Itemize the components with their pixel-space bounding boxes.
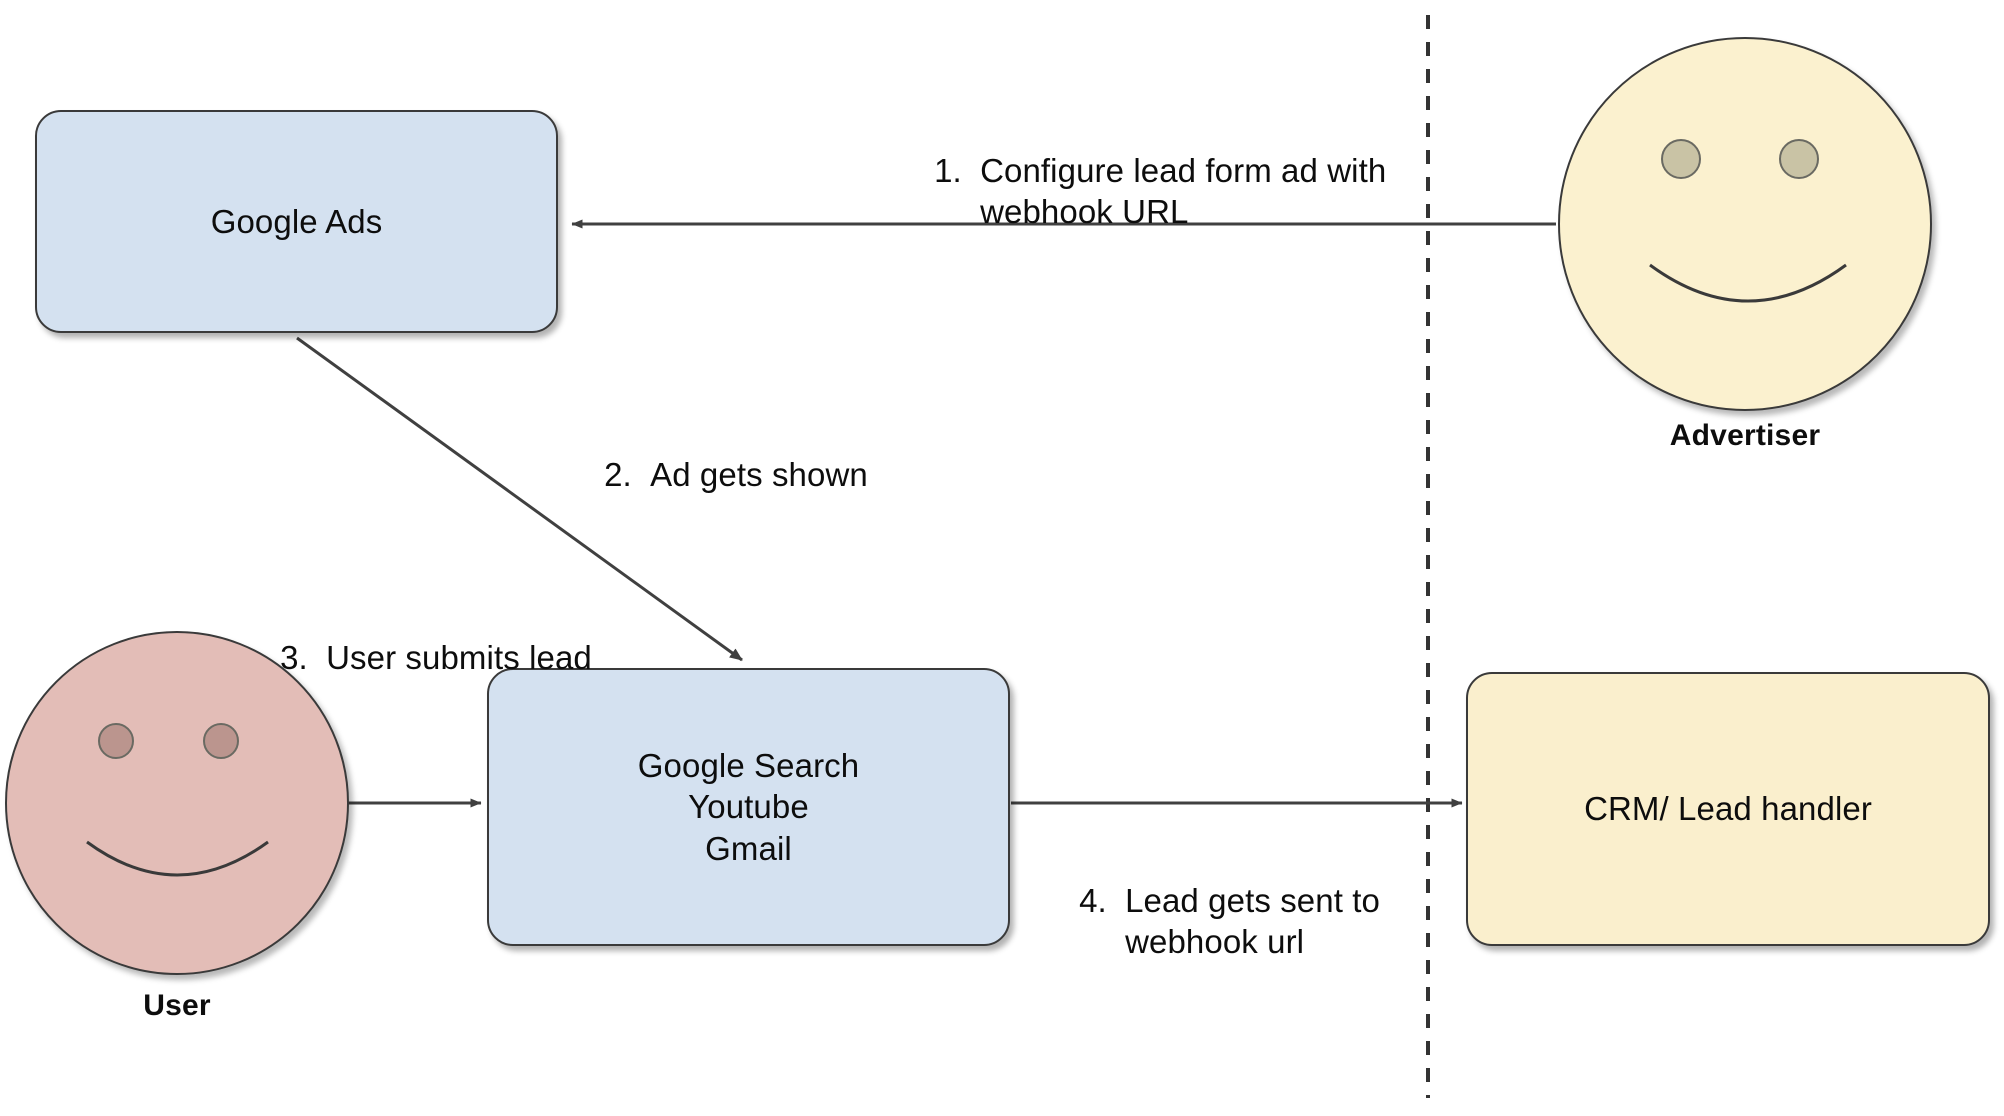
node-google-ads-label: Google Ads	[210, 202, 383, 240]
actor-user-label: User	[143, 989, 211, 1022]
step-2-label: 2. Ad gets shown	[567, 412, 868, 537]
actor-user[interactable]: User	[5, 631, 349, 1061]
step-4-label: 4. Lead gets sent to webhook url	[1042, 838, 1380, 1004]
step-1-text-line-1: Configure lead form ad with	[980, 151, 1387, 189]
user-right-eye-icon	[203, 723, 239, 759]
node-google-surfaces-line-1: Google Search	[637, 747, 860, 785]
actor-advertiser-label: Advertiser	[1669, 419, 1821, 452]
step-4-number: 4.	[1079, 881, 1107, 919]
step-2-number: 2.	[604, 455, 632, 493]
step-1-number: 1.	[934, 151, 962, 189]
step-2-text: Ad gets shown	[650, 455, 868, 493]
user-face-icon	[5, 631, 349, 975]
user-smile-icon	[86, 840, 269, 877]
step-3-label: 3. User submits lead	[243, 595, 592, 720]
step-3-text: User submits lead	[326, 638, 592, 676]
arrow-google-ads-to-surfaces	[296, 336, 743, 662]
advertiser-left-eye-icon	[1661, 139, 1701, 179]
step-3-number: 3.	[280, 638, 308, 676]
node-google-ads[interactable]: Google Ads	[35, 110, 558, 333]
actor-advertiser[interactable]: Advertiser	[1558, 37, 1932, 457]
advertiser-face-icon	[1558, 37, 1932, 411]
node-google-surfaces-line-3: Gmail	[705, 829, 792, 867]
node-google-surfaces-line-2: Youtube	[688, 788, 809, 826]
user-left-eye-icon	[98, 723, 134, 759]
step-4-text-line-2: webhook url	[1125, 923, 1305, 961]
node-google-surfaces[interactable]: Google Search Youtube Gmail	[487, 668, 1010, 946]
step-4-text-line-1: Lead gets sent to	[1125, 881, 1380, 919]
node-crm-lead-handler[interactable]: CRM/ Lead handler	[1466, 672, 1990, 946]
step-1-text-line-2: webhook URL	[980, 193, 1189, 231]
advertiser-right-eye-icon	[1779, 139, 1819, 179]
step-1-text: Configure lead form ad with webhook URL	[980, 150, 1386, 233]
node-crm-label: CRM/ Lead handler	[1584, 790, 1872, 828]
step-4-text: Lead gets sent to webhook url	[1125, 880, 1380, 963]
step-1-label: 1. Configure lead form ad with webhook URL	[897, 108, 1386, 274]
advertiser-smile-icon	[1649, 263, 1847, 303]
node-google-surfaces-label: Google Search Youtube Gmail	[638, 745, 859, 869]
